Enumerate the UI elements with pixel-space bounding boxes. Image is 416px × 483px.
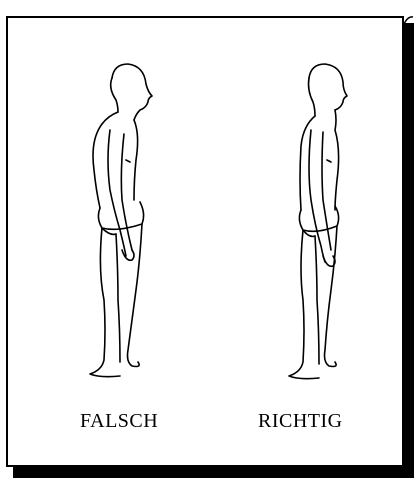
upright-figure-illustration bbox=[251, 50, 371, 390]
slouched-figure-illustration bbox=[60, 50, 180, 390]
richtig-caption: RICHTIG bbox=[258, 410, 343, 433]
corner-mark bbox=[402, 14, 414, 28]
falsch-caption: FALSCH bbox=[80, 410, 158, 433]
